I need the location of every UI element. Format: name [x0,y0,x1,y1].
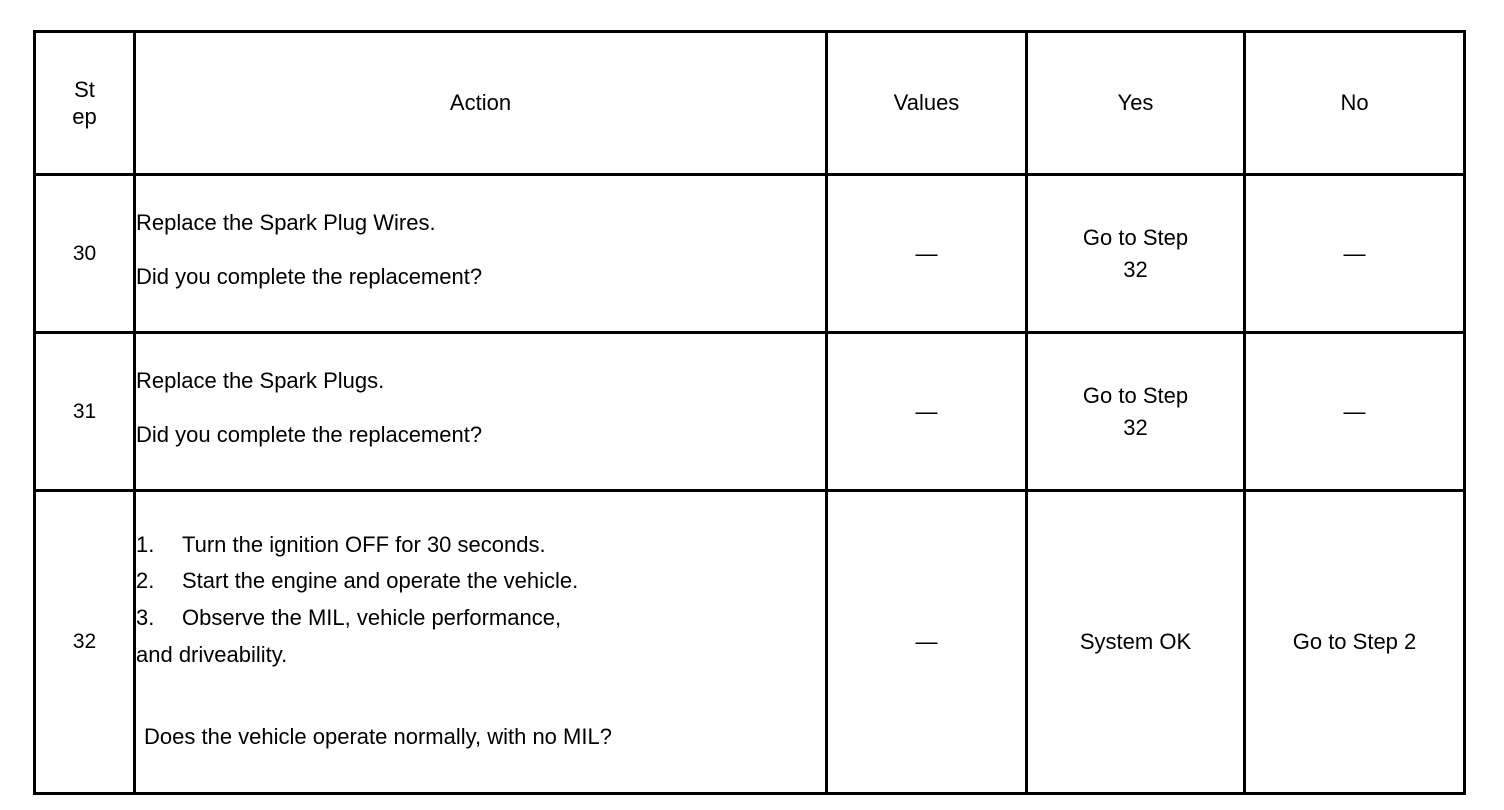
row-yes-line1: Go to Step [1082,224,1189,250]
action-line: Replace the Spark Plugs. [136,368,385,394]
header-values: Values [825,30,1028,176]
row-yes-line2: 32 [1123,256,1148,282]
table-row: 32 1. Turn the ignition OFF for 30 second… [33,489,1466,795]
header-step-line1: St [74,76,95,102]
list-item: 2. Start the engine and operate the vehic… [136,566,825,596]
list-item-text: Observe the MIL, vehicle performance, [182,604,562,630]
header-step-line2: ep [72,104,97,129]
table-header-row: St ep Action Values Yes No [33,30,1466,176]
row-yes: Go to Step 32 [1025,173,1246,334]
header-yes: Yes [1025,30,1246,176]
row-values: — [825,173,1028,334]
row-yes: Go to Step 32 [1025,331,1246,492]
list-item-number: 3. [136,604,155,630]
row-yes-line2: 32 [1123,414,1148,440]
row-step-number: 31 [33,331,136,492]
diagnostic-table: St ep Action Values Yes No 30 Replace th… [33,30,1466,795]
list-item: 1. Turn the ignition OFF for 30 seconds. [136,530,825,560]
row-no: Go to Step 2 [1243,489,1466,795]
row-no: — [1243,331,1466,492]
list-item-number: 1. [136,531,155,557]
row-action: Replace the Spark Plug Wires. Did you co… [133,173,828,334]
spacer [136,676,825,720]
action-continuation: and driveability. [136,641,288,667]
list-item: 3. Observe the MIL, vehicle performance, [136,603,825,633]
row-step-number: 30 [33,173,136,334]
action-step-list: 1.Turn the ignition OFF for 30 seconds. … [136,530,825,633]
row-action: Replace the Spark Plugs. Did you complet… [133,331,828,492]
list-item-text: Turn the ignition OFF for 30 seconds. [182,531,546,557]
row-values: — [825,489,1028,795]
table-row: 31 Replace the Spark Plugs. Did you comp… [33,331,1466,492]
action-question: Did you complete the replacement? [136,422,483,447]
row-step-number: 32 [33,489,136,795]
list-item-text: Start the engine and operate the vehicle… [182,568,579,594]
list-item-number: 2. [136,568,155,594]
row-no: — [1243,173,1466,334]
row-values: — [825,331,1028,492]
table-row: 30 Replace the Spark Plug Wires. Did you… [33,173,1466,334]
row-action: 1.Turn the ignition OFF for 30 seconds. … [133,489,828,795]
action-line: Replace the Spark Plug Wires. [136,210,436,236]
header-action: Action [133,30,828,176]
header-no: No [1243,30,1466,176]
action-question: Did you complete the replacement? [136,264,483,289]
row-yes: System OK [1025,489,1246,795]
header-step: St ep [33,30,136,176]
action-question: Does the vehicle operate normally, with … [144,724,612,750]
row-yes-line1: Go to Step [1082,382,1189,408]
